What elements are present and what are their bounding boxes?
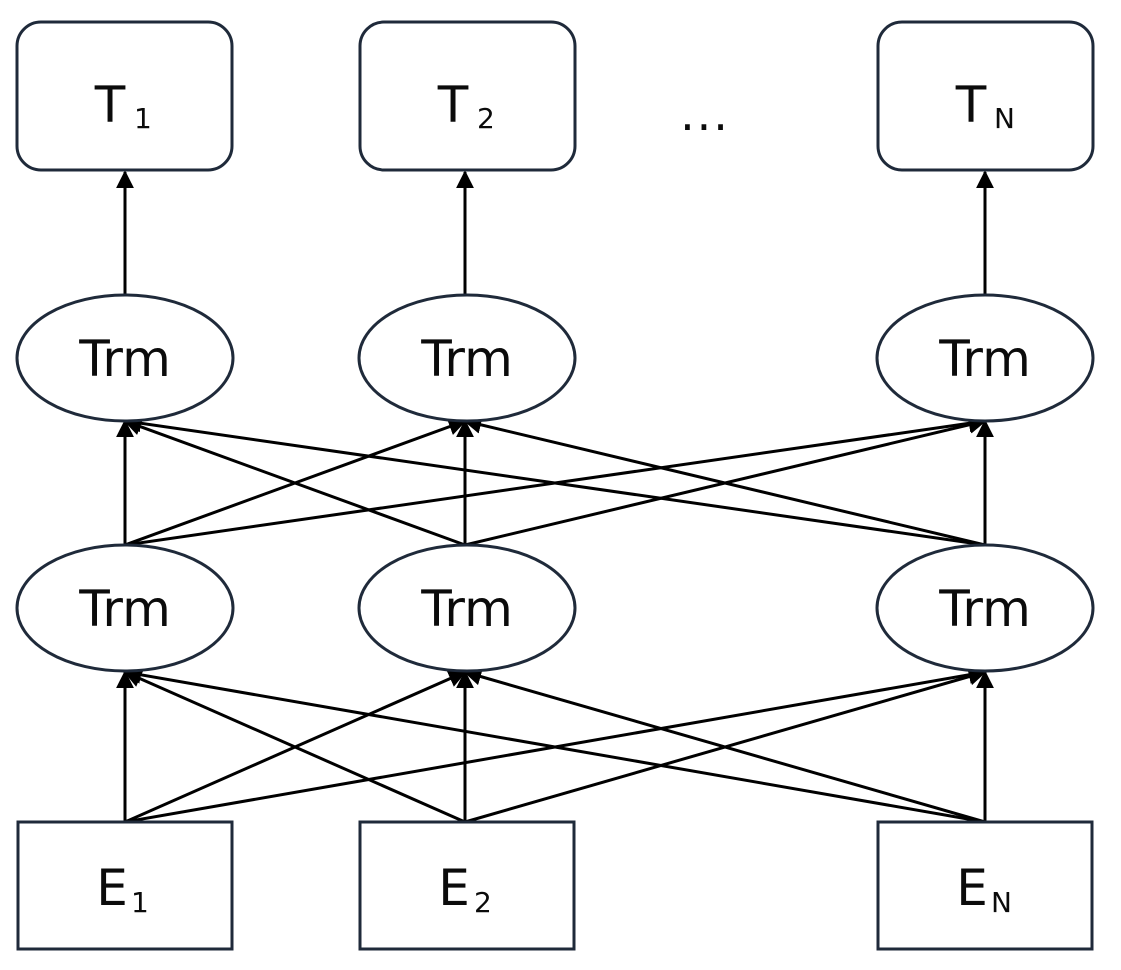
input-label: E	[956, 859, 988, 917]
trm-label: Trm	[78, 330, 171, 388]
trm-label: Trm	[78, 580, 171, 638]
input-node-en: E N	[876, 820, 1094, 951]
output-label: T	[955, 76, 987, 134]
upper-trm-node-1: Trm	[15, 293, 235, 423]
output-node-tn: T N	[876, 20, 1095, 172]
output-subscript: 1	[134, 102, 152, 135]
output-node-t2: T 2	[358, 20, 577, 172]
trm-label: Trm	[420, 330, 513, 388]
trm-label: Trm	[938, 580, 1031, 638]
lower-trm-node-3: Trm	[875, 543, 1095, 673]
edge-en-to-lower-trm2	[463, 667, 986, 824]
output-subscript: N	[994, 102, 1015, 135]
output-subscript: 2	[477, 102, 495, 135]
output-node-t1: T 1	[15, 20, 234, 172]
ellipsis: ...	[680, 87, 730, 141]
input-node-e1: E 1	[16, 820, 234, 951]
upper-trm-node-2: Trm	[357, 293, 577, 423]
upper-trm-node-3: Trm	[875, 293, 1095, 423]
input-label: E	[96, 859, 128, 917]
trm-label: Trm	[938, 330, 1031, 388]
lower-trm-node-2: Trm	[357, 543, 577, 673]
input-subscript: N	[991, 886, 1012, 919]
edge-en-to-lower-trm1	[123, 665, 986, 824]
edge-lower2-to-upper1	[123, 418, 466, 547]
trm-label: Trm	[420, 580, 513, 638]
input-subscript: 1	[131, 886, 149, 919]
input-node-e2: E 2	[358, 820, 576, 951]
edge-e2-to-lower-trm1	[123, 670, 466, 824]
edge-lower3-to-upper2	[463, 416, 986, 547]
edges	[116, 170, 994, 824]
output-label: T	[94, 76, 126, 134]
input-subscript: 2	[474, 886, 492, 919]
edge-lower3-to-upper1	[123, 414, 986, 547]
input-label: E	[438, 859, 470, 917]
output-label: T	[437, 76, 469, 134]
lower-trm-node-1: Trm	[15, 543, 235, 673]
